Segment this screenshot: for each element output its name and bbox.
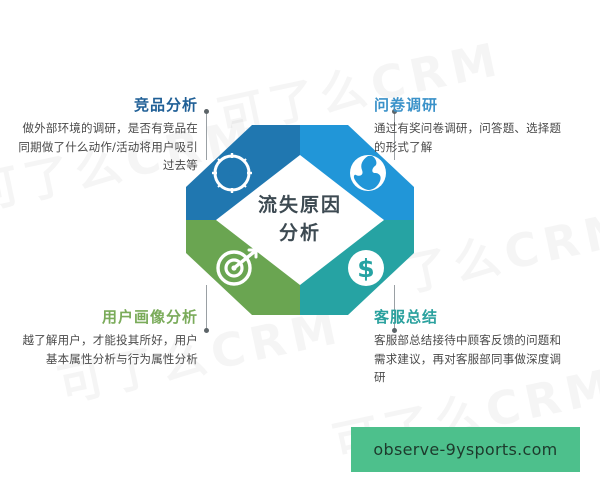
block-survey-body: 通过有奖问卷调研，问答题、选择题的形式了解: [374, 121, 562, 154]
octagon-diagram: $: [186, 125, 414, 315]
block-persona-body: 越了解用户，才能投其所好，用户基本属性分析与行为属性分析: [22, 333, 198, 366]
connector-line-top-left: [206, 112, 207, 160]
target-icon: [216, 248, 258, 286]
block-competitor-body: 做外部环境的调研，是否有竞品在同期做了什么动作/活动将用户吸引过去等: [18, 121, 198, 173]
block-service-heading: 客服总结: [374, 308, 439, 326]
block-user-persona-analysis: 用户画像分析 越了解用户，才能投其所好，用户基本属性分析与行为属性分析: [18, 308, 198, 368]
block-competitor-heading: 竞品分析: [133, 96, 198, 114]
connector-dot-top-right: [392, 109, 397, 114]
connector-dot-top-left: [204, 109, 209, 114]
svg-text:$: $: [357, 254, 374, 283]
connector-dot-bottom-left: [204, 328, 209, 333]
octagon-center-plate: [216, 155, 384, 285]
connector-dot-bottom-right: [392, 328, 397, 333]
block-customer-service-summary: 客服总结 客服部总结接待中顾客反馈的问题和需求建议，再对客服部同事做深度调研: [374, 308, 570, 387]
url-banner-text: observe-9ysports.com: [373, 440, 558, 459]
compass-icon: [212, 153, 252, 193]
block-survey-heading: 问卷调研: [374, 96, 439, 114]
block-service-body: 客服部总结接待中顾客反馈的问题和需求建议，再对客服部同事做深度调研: [374, 333, 562, 385]
block-questionnaire-survey: 问卷调研 通过有奖问卷调研，问答题、选择题的形式了解: [374, 96, 566, 156]
block-persona-heading: 用户画像分析: [101, 308, 198, 326]
connector-line-bottom-right: [394, 285, 395, 330]
url-banner: observe-9ysports.com: [351, 427, 580, 472]
dollar-icon: $: [348, 250, 384, 286]
globe-icon: [350, 155, 386, 191]
block-competitor-analysis: 竞品分析 做外部环境的调研，是否有竞品在同期做了什么动作/活动将用户吸引过去等: [18, 96, 198, 175]
connector-line-top-right: [394, 112, 395, 160]
connector-line-bottom-left: [206, 285, 207, 330]
